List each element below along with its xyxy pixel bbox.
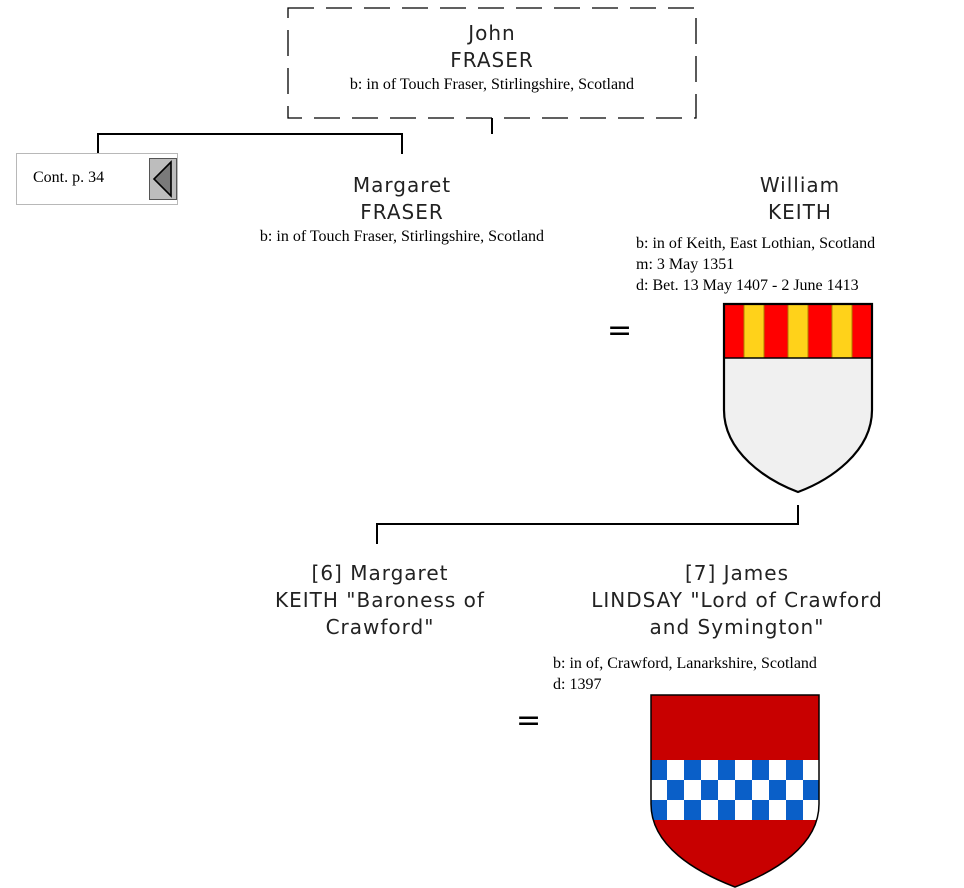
margaret-branch-line bbox=[401, 133, 403, 154]
continuation-label: Cont. p. 34 bbox=[33, 169, 105, 186]
person-margaret-keith[interactable]: [6] Margaret KEITH "Baroness of Crawford… bbox=[230, 560, 530, 641]
triangle-left-icon bbox=[152, 160, 172, 198]
person-william-keith[interactable]: William KEITH bbox=[640, 172, 960, 226]
root-drop-line bbox=[491, 118, 493, 134]
root-birth: b: in of Touch Fraser, Stirlingshire, Sc… bbox=[349, 76, 635, 93]
continuation-box[interactable]: Cont. p. 34 bbox=[16, 153, 178, 205]
margaret-keith-line2: KEITH "Baroness of bbox=[275, 588, 485, 612]
james-line2: LINDSAY "Lord of Crawford bbox=[591, 588, 883, 612]
william-surname: KEITH bbox=[768, 200, 832, 224]
keith-drop-line bbox=[797, 505, 799, 525]
root-surname: FRASER bbox=[450, 48, 534, 72]
left-branch-line bbox=[97, 133, 99, 154]
back-arrow-button[interactable] bbox=[149, 158, 177, 200]
james-line3: and Symington" bbox=[649, 615, 825, 639]
william-given-name: William bbox=[759, 173, 841, 197]
margaret-birth: b: in of Touch Fraser, Stirlingshire, Sc… bbox=[259, 228, 545, 245]
margaret-surname: FRASER bbox=[360, 200, 444, 224]
root-given-name: John bbox=[468, 21, 516, 45]
child-bar bbox=[376, 523, 799, 525]
margaret-given-name: Margaret bbox=[352, 173, 452, 197]
william-marriage: m: 3 May 1351 bbox=[636, 256, 735, 273]
james-line1: [7] James bbox=[684, 561, 790, 585]
marriage-equals-1: = bbox=[607, 313, 633, 348]
coat-of-arms-lindsay-icon bbox=[650, 694, 820, 888]
coat-of-arms-keith-icon bbox=[722, 302, 874, 494]
james-birth: b: in of, Crawford, Lanarkshire, Scotlan… bbox=[553, 655, 817, 672]
marriage-equals-2: = bbox=[516, 703, 542, 738]
person-james-lindsay[interactable]: [7] James LINDSAY "Lord of Crawford and … bbox=[530, 560, 944, 641]
william-death: d: Bet. 13 May 1407 - 2 June 1413 bbox=[636, 277, 859, 294]
william-facts: b: in of Keith, East Lothian, Scotland m… bbox=[636, 233, 875, 296]
margaret-keith-line3: Crawford" bbox=[325, 615, 435, 639]
sibling-bar bbox=[97, 133, 403, 135]
william-birth: b: in of Keith, East Lothian, Scotland bbox=[636, 235, 876, 252]
james-facts: b: in of, Crawford, Lanarkshire, Scotlan… bbox=[553, 653, 817, 695]
person-margaret-fraser[interactable]: Margaret FRASER b: in of Touch Fraser, S… bbox=[200, 172, 604, 247]
margaret-keith-line1: [6] Margaret bbox=[311, 561, 449, 585]
root-person[interactable]: John FRASER b: in of Touch Fraser, Stirl… bbox=[286, 20, 698, 95]
child-branch-line bbox=[376, 523, 378, 544]
james-death: d: 1397 bbox=[553, 676, 602, 693]
